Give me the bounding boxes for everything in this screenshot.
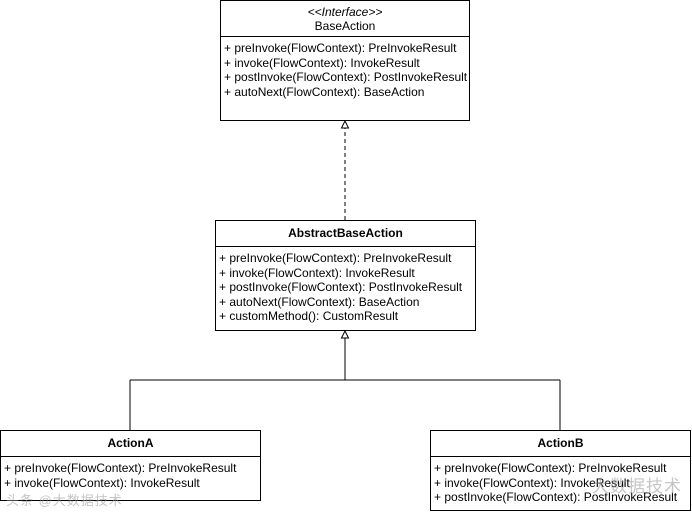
method: + invoke(FlowContext): InvokeResult bbox=[219, 265, 415, 280]
class-name: ActionB bbox=[537, 436, 584, 450]
method: + postInvoke(FlowContext): PostInvokeRes… bbox=[224, 70, 468, 85]
method: + preInvoke(FlowContext): PreInvokeResul… bbox=[434, 461, 667, 475]
method: + postInvoke(FlowContext): PostInvokeRes… bbox=[219, 280, 463, 295]
method: + invoke(FlowContext): InvokeResult bbox=[434, 475, 630, 490]
method: + autoNext(FlowContext): BaseAction bbox=[224, 84, 425, 99]
class-action-b: ActionB + preInvoke(FlowContext): PreInv… bbox=[430, 430, 691, 511]
method: + postInvoke(FlowContext): PostInvokeRes… bbox=[434, 490, 678, 505]
method: + customMethod(): CustomResult bbox=[219, 309, 399, 324]
method: + autoNext(FlowContext): BaseAction bbox=[219, 294, 420, 309]
class-base-action: <<Interface>> BaseAction + preInvoke(Flo… bbox=[220, 0, 470, 121]
method: + preInvoke(FlowContext): PreInvokeResul… bbox=[4, 461, 237, 475]
generalization-arrowhead bbox=[340, 329, 350, 339]
method-list: + preInvoke(FlowContext): PreInvokeResul… bbox=[431, 457, 690, 505]
watermark-right: 大数据技术 bbox=[592, 477, 682, 496]
class-name: BaseAction bbox=[314, 19, 376, 33]
realization-arrowhead bbox=[340, 119, 350, 129]
class-header: ActionA bbox=[1, 431, 260, 457]
class-header: <<Interface>> BaseAction bbox=[221, 1, 469, 37]
class-header: ActionB bbox=[431, 431, 690, 457]
method: + preInvoke(FlowContext): PreInvokeResul… bbox=[219, 251, 452, 265]
class-name: AbstractBaseAction bbox=[288, 226, 403, 240]
stereotype-label: <<Interface>> bbox=[307, 5, 383, 19]
method: + invoke(FlowContext): InvokeResult bbox=[4, 475, 200, 490]
class-name: ActionA bbox=[107, 436, 154, 450]
class-abstract-base-action: AbstractBaseAction + preInvoke(FlowConte… bbox=[215, 220, 476, 331]
watermark-left: 头条 @大数据技术 bbox=[6, 493, 123, 508]
method-list: + preInvoke(FlowContext): PreInvokeResul… bbox=[216, 247, 475, 324]
method-list: + preInvoke(FlowContext): PreInvokeResul… bbox=[1, 457, 260, 490]
method-list: + preInvoke(FlowContext): PreInvokeResul… bbox=[221, 37, 469, 99]
method: + preInvoke(FlowContext): PreInvokeResul… bbox=[224, 41, 457, 55]
class-action-a: ActionA + preInvoke(FlowContext): PreInv… bbox=[0, 430, 261, 501]
class-header: AbstractBaseAction bbox=[216, 221, 475, 247]
method: + invoke(FlowContext): InvokeResult bbox=[224, 55, 420, 70]
